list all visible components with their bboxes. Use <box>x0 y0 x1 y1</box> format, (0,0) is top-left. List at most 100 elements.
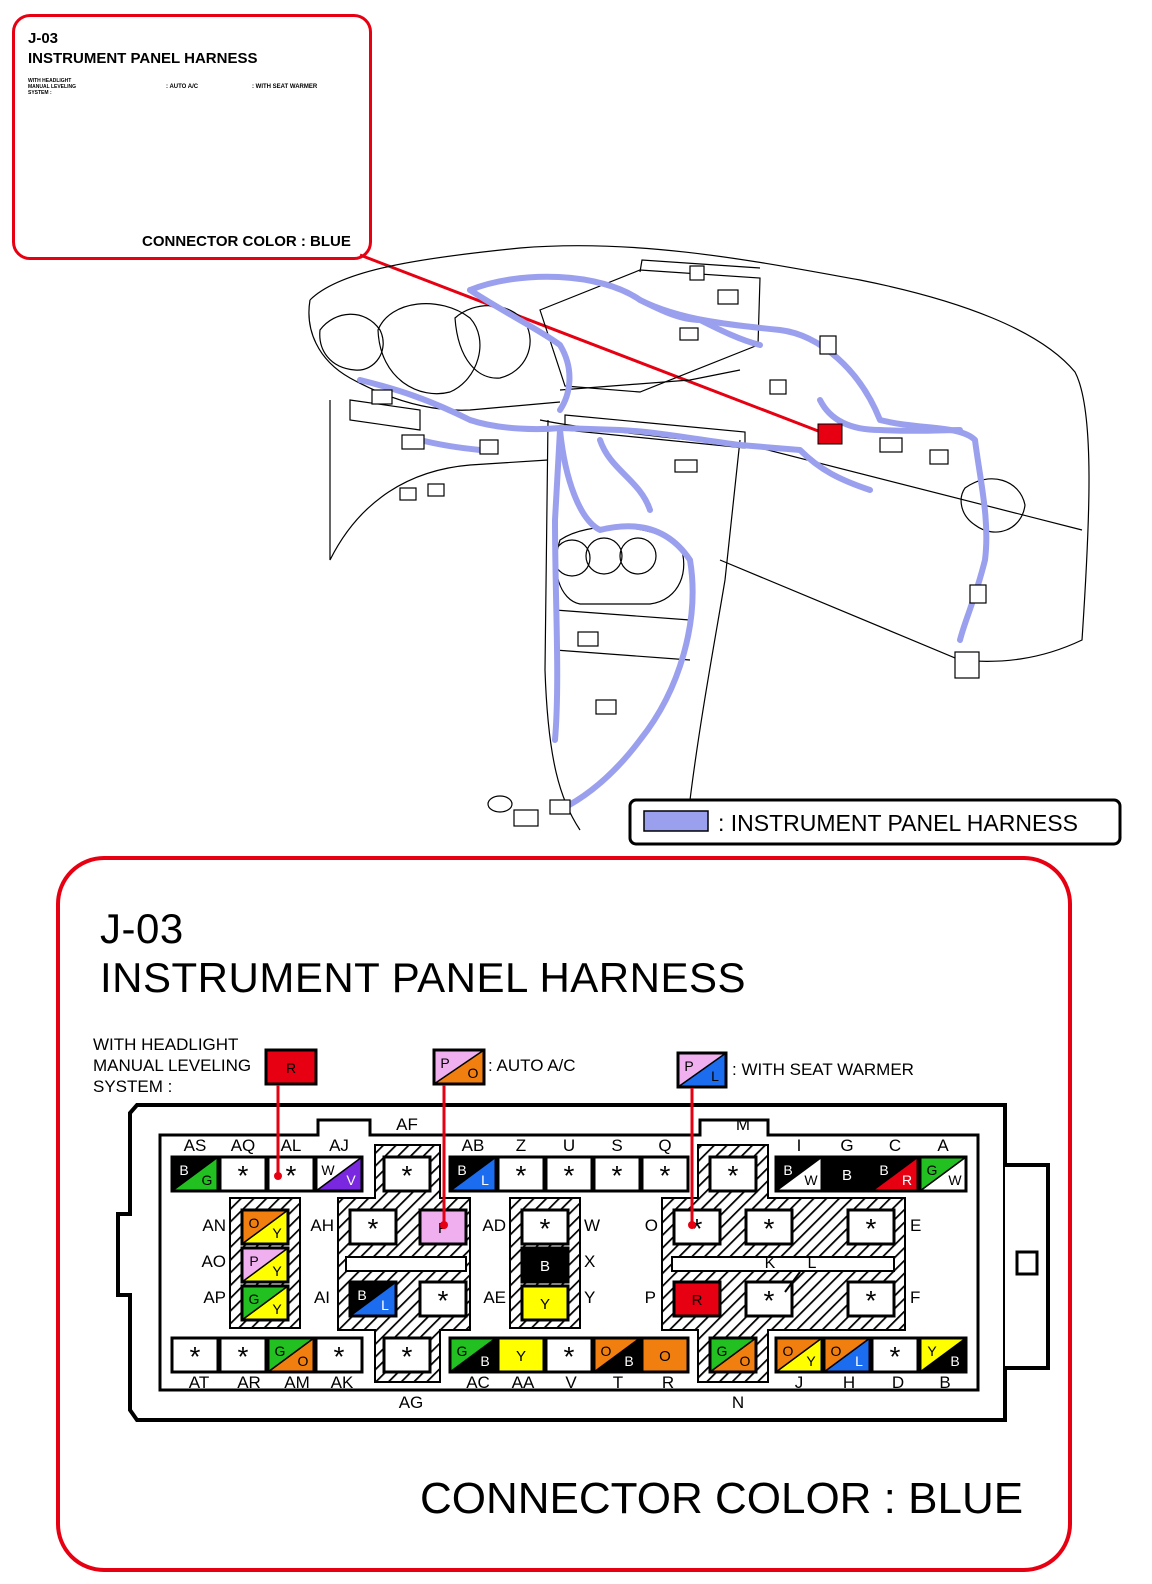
pin-asterisk: * <box>564 1341 575 1372</box>
left-label: O <box>645 1216 658 1235</box>
right-label: Y <box>584 1288 595 1307</box>
thumbnail-connector-color: CONNECTOR COLOR : BLUE <box>142 233 351 250</box>
pin-asterisk: * <box>764 1213 775 1244</box>
pin-ac: GB <box>448 1336 498 1374</box>
headlight-swatch: R <box>264 1048 318 1086</box>
pin-color-label: B <box>842 1167 852 1184</box>
pin-ae: * <box>418 1280 468 1318</box>
top-label: G <box>840 1136 853 1155</box>
top-label: C <box>889 1136 901 1155</box>
pin-color-label: O <box>831 1343 842 1359</box>
pin-aa: Y <box>496 1336 546 1374</box>
pin-color-label: O <box>601 1343 612 1359</box>
pin-n: GO <box>708 1336 758 1374</box>
bottom-label: AK <box>331 1373 354 1392</box>
pin-g: B <box>822 1155 872 1193</box>
pin-ap: GY <box>240 1284 290 1322</box>
top-label: Q <box>658 1136 671 1155</box>
pin-u: * <box>544 1155 594 1193</box>
auto-ac-note: : AUTO A/C <box>488 1056 576 1075</box>
pin-t: OB <box>592 1336 642 1374</box>
swatch-label: L <box>711 1068 719 1084</box>
thumbnail-seatwarmer-note: : WITH SEAT WARMER <box>252 84 318 90</box>
pin-asterisk: * <box>612 1160 623 1191</box>
pin-color-label: W <box>321 1162 335 1178</box>
thumbnail-autoac-note: : AUTO A/C <box>166 84 199 90</box>
bottom-label: AG <box>399 1393 424 1412</box>
swatch-label: P <box>440 1055 449 1071</box>
pin-color-label: O <box>659 1348 671 1365</box>
pin-p: R <box>672 1280 722 1318</box>
pin-color-label: P <box>249 1253 258 1269</box>
pin-as: BG <box>170 1155 220 1193</box>
pin-color-label: Y <box>927 1343 937 1359</box>
top-label: M <box>736 1115 750 1134</box>
pin-color-label: G <box>927 1162 938 1178</box>
left-label: AO <box>201 1252 226 1271</box>
harness-legend-label: : INSTRUMENT PANEL HARNESS <box>718 810 1078 836</box>
pin-asterisk: * <box>890 1341 901 1372</box>
pin-k2: * <box>744 1280 794 1318</box>
pin-color-label: O <box>249 1215 260 1231</box>
pin-r: O <box>640 1336 690 1374</box>
pin-asterisk: * <box>540 1213 551 1244</box>
bottom-label: V <box>565 1373 577 1392</box>
pin-color-label: R <box>902 1172 912 1188</box>
pin-aq: * <box>218 1155 268 1193</box>
pin-color-label: O <box>740 1353 751 1369</box>
top-label: AS <box>184 1136 207 1155</box>
pin-ab: BL <box>448 1155 498 1193</box>
pin-color-label: B <box>950 1353 959 1369</box>
pin-asterisk: * <box>402 1160 413 1191</box>
pin-color-label: B <box>179 1162 188 1178</box>
pin-color-label: B <box>879 1162 888 1178</box>
pin-e: * <box>846 1208 896 1246</box>
pin-color-label: G <box>717 1343 728 1359</box>
pin-color-label: V <box>346 1172 356 1188</box>
pin-b: YB <box>918 1336 968 1374</box>
left-label: AE <box>483 1288 506 1307</box>
bottom-label: B <box>939 1373 950 1392</box>
pin-asterisk: * <box>402 1341 413 1372</box>
pin-ao: PY <box>240 1246 290 1284</box>
pin-w: * <box>520 1208 570 1246</box>
top-label: AJ <box>329 1136 349 1155</box>
right-label: W <box>584 1216 600 1235</box>
dashboard-illustration: : INSTRUMENT PANEL HARNESS <box>308 245 1122 846</box>
connector-color-label: CONNECTOR COLOR : BLUE <box>420 1474 1024 1523</box>
pin-color-label: L <box>381 1297 389 1313</box>
pin-color-label: B <box>783 1162 792 1178</box>
pin-o: * <box>672 1208 722 1246</box>
top-label: Z <box>516 1136 526 1155</box>
pin-asterisk: * <box>334 1341 345 1372</box>
pin-color-label: Y <box>540 1296 550 1313</box>
pin-ak: * <box>314 1336 364 1374</box>
left-label: AN <box>202 1216 226 1235</box>
pin-asterisk: * <box>368 1213 379 1244</box>
pin-color-label: O <box>298 1353 309 1369</box>
pin-color-label: B <box>540 1258 550 1275</box>
callout-line <box>359 253 827 436</box>
pin-color-label: Y <box>806 1353 816 1369</box>
pin-aj: WV <box>314 1155 364 1193</box>
pin-af: * <box>382 1155 432 1193</box>
pin-color-label: B <box>480 1353 489 1369</box>
pin-a: GW <box>918 1155 968 1193</box>
pin-at: * <box>170 1336 220 1374</box>
pin-ag: * <box>382 1336 432 1374</box>
harness-name: INSTRUMENT PANEL HARNESS <box>100 954 746 1001</box>
top-label: AL <box>281 1136 302 1155</box>
top-label: A <box>937 1136 949 1155</box>
inner-label: L <box>808 1255 817 1272</box>
pin-q: * <box>640 1155 690 1193</box>
right-label: E <box>910 1216 921 1235</box>
inner-label: K <box>765 1255 776 1272</box>
pin-color-label: G <box>202 1172 213 1188</box>
bottom-label: N <box>732 1393 744 1412</box>
pin-color-label: G <box>249 1291 260 1307</box>
pin-asterisk: * <box>286 1160 297 1191</box>
pin-f: * <box>846 1280 896 1318</box>
pin-asterisk: * <box>190 1341 201 1372</box>
harness-legend-box <box>628 798 1122 846</box>
